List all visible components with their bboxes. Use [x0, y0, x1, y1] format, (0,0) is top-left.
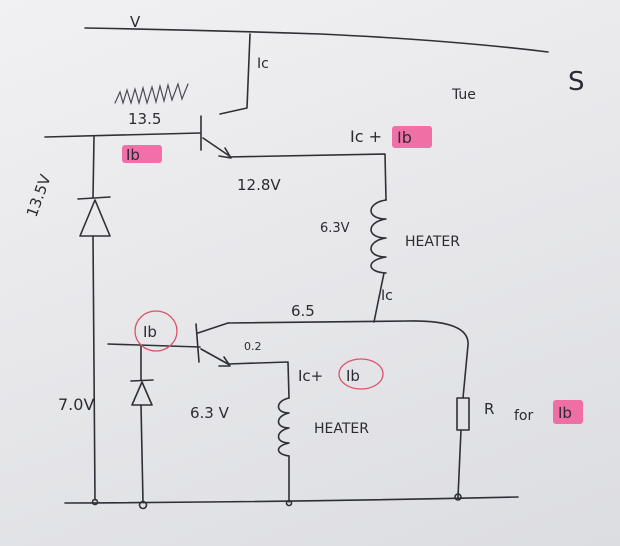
resistor-label-r: R	[484, 400, 494, 418]
q1-collector-wire	[219, 33, 251, 115]
heater1-label: HEATER	[405, 234, 460, 250]
zener1-to-ground-wire	[92, 235, 96, 501]
q1-base-wire	[44, 132, 201, 138]
ground-node-1	[91, 498, 99, 506]
zener1-bar	[77, 196, 111, 200]
q2-emitter-node-wire	[227, 361, 290, 399]
zener1-top-wire	[92, 136, 95, 199]
q1-collector-current-label: Ic	[257, 56, 269, 72]
resistor-label-for: for	[514, 408, 533, 424]
q1-emitter-node-wire	[227, 153, 387, 201]
mid-rail-wire	[227, 320, 409, 324]
heater1-coil	[370, 199, 387, 274]
top-right-note: Tue	[451, 87, 476, 103]
heater1-voltage-label: 6.3V	[320, 221, 350, 236]
top-rail-wire	[84, 27, 549, 53]
heater1-to-mid-wire	[373, 272, 385, 323]
ground-node-2	[138, 500, 148, 510]
resistor-to-ground-wire	[457, 429, 462, 498]
q1-emitter-voltage-label: 12.8V	[237, 176, 281, 194]
q2-base-wire	[107, 343, 201, 348]
q2-base-current-label: Ib	[143, 323, 157, 341]
q1-base-voltage-label: 13.5	[128, 110, 161, 128]
q2-emitter-current-label: Ic+	[298, 367, 323, 385]
heater2-coil	[277, 397, 290, 457]
resistor-body	[456, 397, 470, 431]
ground-node-3	[285, 499, 293, 507]
highlight-q1-emitter-ib	[392, 126, 432, 148]
heater2-voltage-label: 6.3 V	[190, 404, 230, 422]
corner-mark: S	[568, 67, 585, 97]
q1-emitter-wire	[202, 137, 229, 156]
q2-emitter-arrow	[218, 356, 231, 367]
q2-collector-wire	[197, 322, 229, 334]
zener2-bar	[130, 379, 154, 382]
ground-node-4	[454, 493, 462, 501]
q2-vbe-label: 0.2	[244, 340, 262, 353]
heater2-label: HEATER	[314, 421, 369, 437]
q2-body	[195, 323, 200, 363]
highlight-q1-ib	[122, 145, 162, 163]
q1-emitter-ib-label: Ib	[397, 128, 412, 147]
zener-top-voltage-label: 13.5V	[23, 171, 55, 219]
q2-emitter-wire	[200, 348, 229, 365]
resistor-label-ib: Ib	[558, 404, 572, 422]
mid-voltage-label: 6.5	[291, 302, 315, 320]
circle-q2-ib	[134, 310, 178, 352]
scribble-mark	[114, 82, 189, 106]
q1-emitter-arrow	[218, 147, 232, 159]
q1-emitter-current-label: Ic +	[350, 127, 382, 146]
zener-bottom-voltage-label: 7.0V	[58, 395, 94, 414]
zener2-to-ground-wire	[140, 404, 144, 503]
circle-q2-emitter-ib	[338, 358, 384, 390]
ground-rail-wire	[64, 496, 519, 504]
zener2-body	[131, 381, 153, 406]
highlight-resistor-ib	[553, 400, 583, 424]
top-rail-label: V	[130, 13, 141, 31]
q2-emitter-ib-label: Ib	[346, 367, 360, 385]
right-feed-wire	[407, 320, 469, 399]
zener1-body	[79, 199, 111, 237]
q1-base-current-label: Ib	[126, 146, 140, 164]
mid-current-label: Ic	[381, 288, 393, 304]
